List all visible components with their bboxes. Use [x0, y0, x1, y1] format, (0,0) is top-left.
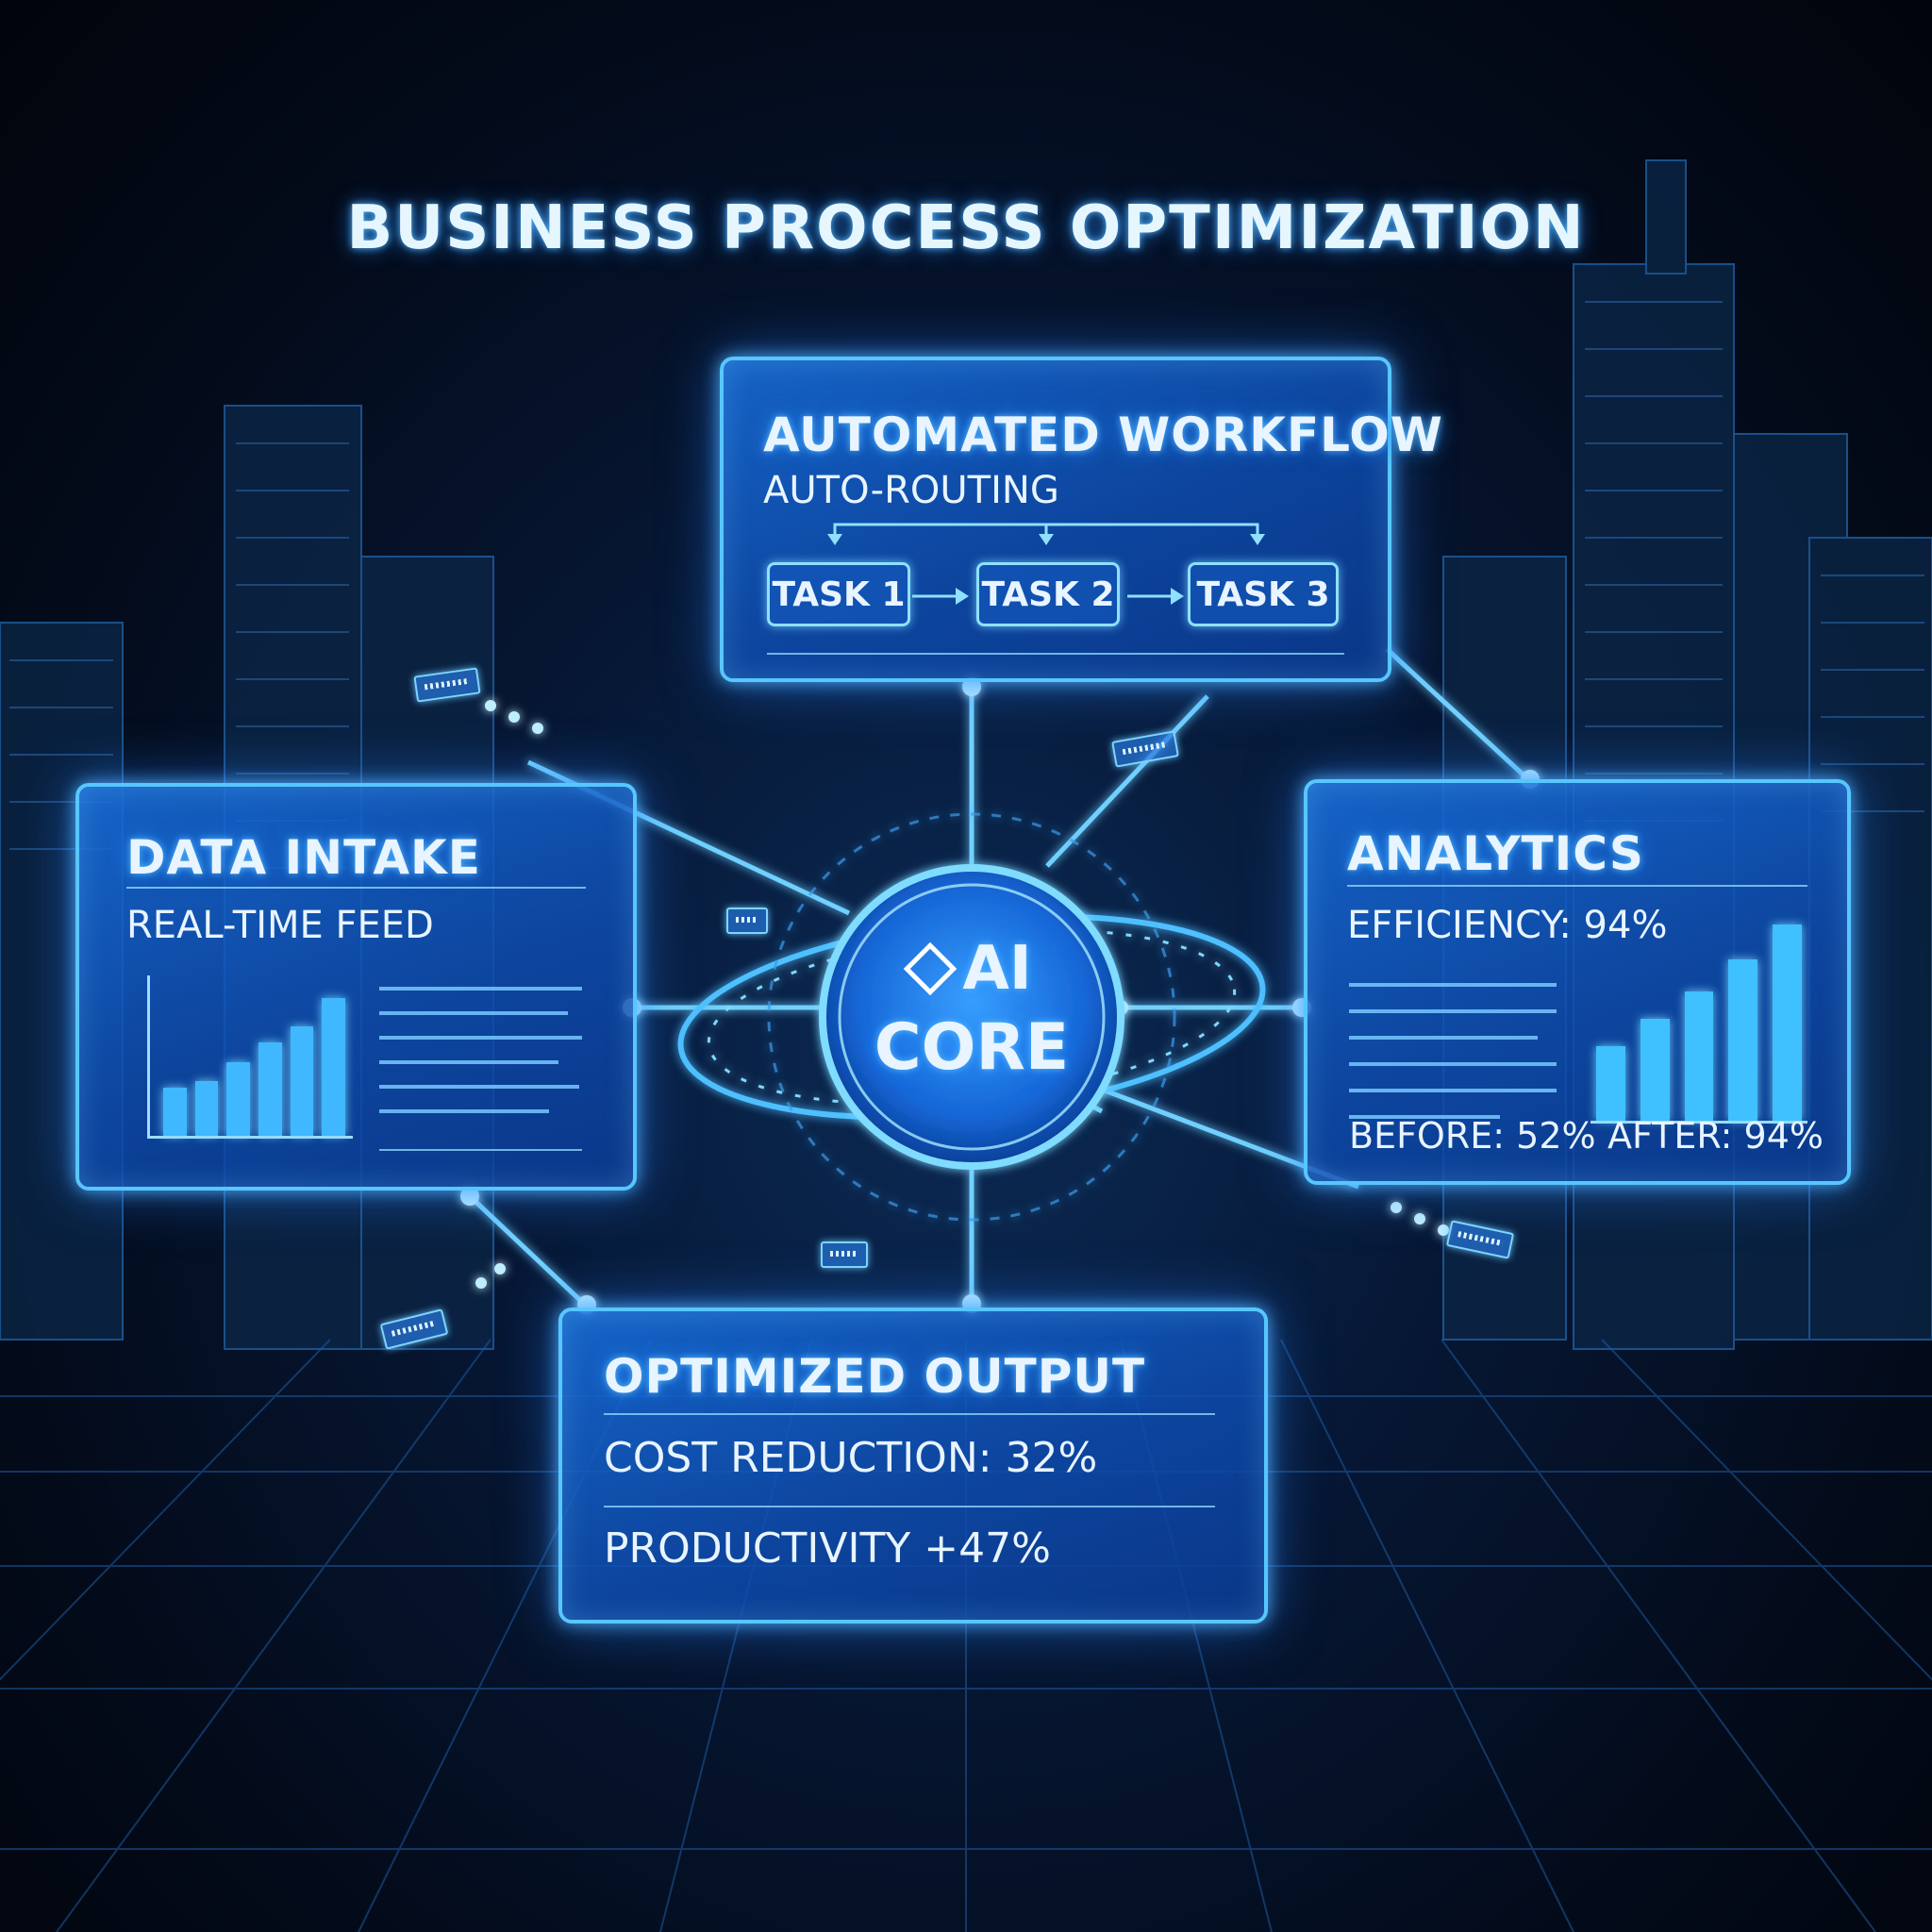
- connector-lines: [468, 647, 1532, 1307]
- after-value: AFTER: 94%: [1607, 1115, 1824, 1157]
- data-chip: [726, 908, 768, 934]
- analytics-text-line: [1349, 1089, 1557, 1092]
- intake-chart: [147, 975, 353, 1139]
- intake-bars-bar-1: [163, 1088, 187, 1136]
- diamond-icon: [904, 941, 958, 996]
- ai-core-label: AI CORE: [830, 929, 1113, 1088]
- ai-core: [819, 864, 1124, 1170]
- analytics-text-line: [1349, 1062, 1557, 1066]
- analytics-bars-bar-3: [1684, 991, 1714, 1121]
- analytics-text-line: [1349, 983, 1557, 987]
- efficiency-label: EFFICIENCY: 94%: [1347, 904, 1668, 947]
- intake-text-line: [379, 987, 582, 991]
- intake-bars-bar-3: [226, 1061, 251, 1136]
- workflow-subtitle: AUTO-ROUTING: [763, 469, 1059, 512]
- analytics-text-line: [1349, 1009, 1557, 1013]
- intake-bars-bar-4: [258, 1042, 282, 1136]
- analytics-text-line: [1349, 1036, 1538, 1040]
- analytics-bars-bar-1: [1596, 1045, 1625, 1121]
- cost-reduction-value: COST REDUCTION: 32%: [604, 1434, 1098, 1482]
- task-3-box: TASK 3: [1188, 562, 1339, 626]
- productivity-value: PRODUCTIVITY +47%: [604, 1524, 1051, 1573]
- intake-bottom-rule: [379, 1149, 582, 1151]
- intake-bars-bar-5: [290, 1026, 314, 1136]
- task-2-box: TASK 2: [976, 562, 1120, 626]
- intake-text-line: [379, 1060, 558, 1064]
- page-title: BUSINESS PROCESS OPTIMIZATION: [346, 193, 1586, 263]
- intake-text-line: [379, 1011, 568, 1015]
- intake-divider: [126, 887, 586, 889]
- data-chip: [821, 1241, 868, 1268]
- intake-title: DATA INTAKE: [126, 830, 481, 885]
- task-1-box: TASK 1: [767, 562, 910, 626]
- intake-text-line: [379, 1036, 582, 1040]
- analytics-bars-bar-4: [1728, 959, 1758, 1121]
- before-value: BEFORE: 52%: [1349, 1115, 1596, 1157]
- workflow-panel: AUTOMATED WORKFLOW AUTO-ROUTING TASK 1 T…: [720, 357, 1442, 682]
- intake-text-line: [379, 1085, 579, 1089]
- analytics-bars-bar-5: [1773, 924, 1802, 1121]
- analytics-panel: ANALYTICS EFFICIENCY: 94% BEFORE: 52% AF…: [1304, 779, 1851, 1185]
- output-divider: [604, 1506, 1215, 1507]
- intake-subtitle: REAL-TIME FEED: [126, 904, 434, 947]
- building-windows: [9, 301, 1924, 869]
- intake-bars-bar-2: [194, 1081, 219, 1136]
- workflow-title: AUTOMATED WORKFLOW: [763, 408, 1443, 462]
- ai-core-line2: CORE: [874, 1010, 1070, 1085]
- routing-arrows: [827, 523, 1265, 605]
- intake-bars-bar-6: [322, 997, 346, 1136]
- intake-text-line: [379, 1109, 549, 1113]
- output-divider: [604, 1413, 1215, 1415]
- analytics-bars: [1596, 924, 1802, 1121]
- analytics-text-line: [1349, 1115, 1500, 1119]
- analytics-chart: [1591, 924, 1807, 1124]
- ai-core-line1: AI: [962, 934, 1032, 1004]
- output-title: OPTIMIZED OUTPUT: [604, 1349, 1146, 1404]
- optimized-output-panel: OPTIMIZED OUTPUT COST REDUCTION: 32% PRO…: [558, 1307, 1268, 1624]
- data-intake-panel: DATA INTAKE REAL-TIME FEED: [75, 783, 637, 1191]
- analytics-divider: [1347, 885, 1807, 887]
- intake-bars: [163, 975, 346, 1136]
- workflow-divider: [767, 653, 1344, 655]
- analytics-bars-bar-2: [1640, 1018, 1670, 1121]
- analytics-title: ANALYTICS: [1347, 826, 1644, 881]
